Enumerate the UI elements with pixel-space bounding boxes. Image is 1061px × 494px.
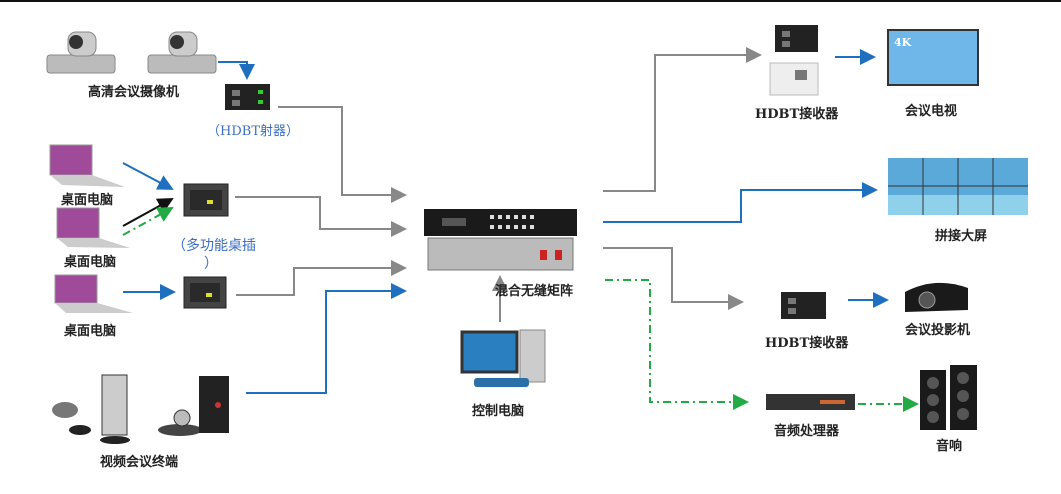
speakers-label: 音响	[936, 439, 963, 454]
top-border	[0, 0, 1061, 2]
desk-socket-2-icon	[183, 276, 227, 309]
socket1-to-matrix-line	[235, 196, 407, 237]
hdbt-receiver-1-label: HDBT接收器	[755, 107, 839, 122]
hdbt-receiver-1-icon	[769, 25, 819, 96]
desk-socket-label-close: ）	[204, 256, 218, 272]
matrix-to-receiver1-line	[603, 47, 762, 192]
hdbt-receiver-2-label: HDBT接收器	[765, 336, 849, 351]
conference-tv-icon: 4K	[887, 29, 979, 86]
video-wall-label: 拼接大屏	[935, 229, 988, 244]
desktop-pc-2-label: 桌面电脑	[64, 255, 117, 270]
transmitter-to-matrix-line	[278, 106, 407, 203]
hdbt-receiver-2-icon	[781, 292, 826, 319]
projector-icon	[905, 282, 968, 312]
matrix-label: 混合无缝矩阵	[495, 284, 574, 299]
control-pc-label: 控制电脑	[472, 404, 525, 419]
hdbt-transmitter-icon	[225, 84, 270, 110]
matrix-switcher-icon	[424, 209, 577, 271]
video-conf-terminal-label: 视频会议终端	[100, 455, 179, 470]
projector-label: 会议投影机	[905, 323, 971, 338]
laptop-1-icon	[49, 144, 125, 187]
svg-text:4K: 4K	[894, 36, 912, 49]
camera-to-transmitter-line	[218, 61, 255, 80]
desktop-pc-3-label: 桌面电脑	[64, 324, 117, 339]
speakers-icon	[920, 365, 977, 430]
socket2-to-matrix-line	[236, 260, 407, 296]
desktop-pc-1-label: 桌面电脑	[61, 193, 114, 208]
desk-socket-label: （多功能桌插	[172, 238, 256, 254]
hd-camera-2-icon	[147, 31, 217, 74]
video-wall-icon	[888, 158, 1028, 215]
hd-camera-label: 高清会议摄像机	[88, 85, 180, 100]
video-conference-terminal-icon	[52, 374, 229, 444]
matrix-to-receiver2-line	[603, 247, 744, 310]
desk-socket-1-icon	[183, 183, 229, 217]
laptop-3-icon	[54, 274, 133, 313]
laptop1-to-socket-line	[122, 162, 174, 190]
terminal-to-matrix-line	[246, 283, 407, 394]
matrix-to-audio-line	[605, 279, 749, 410]
matrix-to-videowall-line	[603, 182, 878, 223]
audio-processor-label: 音频处理器	[774, 424, 840, 439]
laptop-2-icon	[56, 207, 130, 248]
hd-camera-1-icon	[46, 31, 116, 74]
audio-processor-icon	[766, 394, 855, 410]
laptop2-to-socket-line	[122, 198, 174, 227]
control-pc-icon	[460, 329, 546, 387]
conference-tv-label: 会议电视	[905, 104, 958, 119]
hdbt-transmitter-label: （HDBT射器）	[207, 124, 299, 139]
